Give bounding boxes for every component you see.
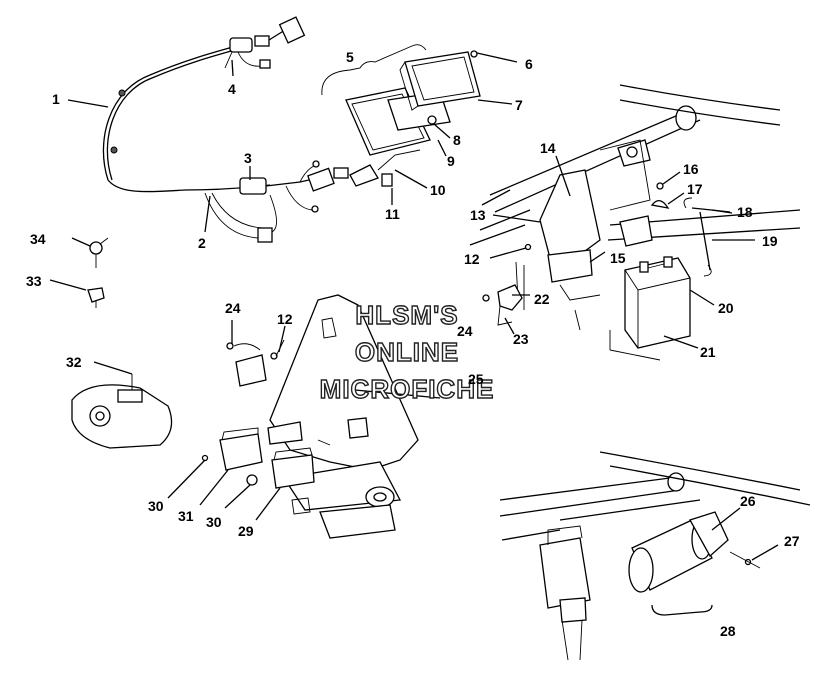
callout-6: 6 — [525, 56, 533, 72]
regulator-right[interactable] — [255, 447, 315, 521]
watermark: HLSM'S ONLINE MICROFICHE — [319, 299, 495, 404]
headlight-assembly[interactable] — [321, 44, 518, 189]
callout-13: 13 — [470, 207, 486, 223]
callout-1: 1 — [52, 91, 60, 107]
watermark-line-2: ONLINE — [355, 337, 459, 367]
callout-34: 34 — [30, 231, 46, 247]
battery[interactable] — [609, 256, 715, 361]
flywheel-housing[interactable] — [71, 361, 173, 449]
callouts: 1 2 3 4 5 6 7 8 9 10 11 12 12 13 14 15 1… — [26, 49, 800, 639]
watermark-line-1: HLSM'S — [355, 300, 458, 330]
callout-30-left: 30 — [148, 498, 164, 514]
callout-27: 27 — [784, 533, 800, 549]
callout-25: 25 — [468, 371, 484, 387]
callout-18: 18 — [737, 204, 753, 220]
frame-upper — [469, 84, 801, 331]
callout-15: 15 — [610, 250, 626, 266]
callout-16: 16 — [683, 161, 699, 177]
callout-24-right: 24 — [457, 323, 473, 339]
callout-19: 19 — [762, 233, 778, 249]
watermark-line-3: MICROFICHE — [320, 374, 495, 404]
callout-28: 28 — [720, 623, 736, 639]
starter-motor[interactable] — [628, 507, 779, 616]
callout-20: 20 — [718, 300, 734, 316]
callout-29: 29 — [238, 523, 254, 539]
battery-cables[interactable] — [650, 171, 755, 277]
callout-12-left: 12 — [277, 311, 293, 327]
callout-14: 14 — [540, 140, 556, 156]
side-components[interactable] — [49, 237, 109, 308]
callout-22: 22 — [534, 291, 550, 307]
callout-21: 21 — [700, 344, 716, 360]
callout-8: 8 — [453, 132, 461, 148]
regulator-left[interactable] — [167, 427, 263, 509]
callout-32: 32 — [66, 354, 82, 370]
mounting-plate[interactable] — [267, 294, 441, 539]
callout-10: 10 — [430, 182, 446, 198]
relay-bracket[interactable] — [482, 284, 530, 335]
wiring-harness[interactable] — [102, 16, 335, 243]
callout-24-left: 24 — [225, 300, 241, 316]
callout-30-right: 30 — [206, 514, 222, 530]
callout-7: 7 — [515, 97, 523, 113]
callout-5: 5 — [346, 49, 354, 65]
callout-17: 17 — [687, 181, 703, 197]
callout-11: 11 — [385, 206, 400, 222]
callout-33: 33 — [26, 273, 42, 289]
callout-12-right: 12 — [464, 251, 480, 267]
callout-31: 31 — [178, 508, 194, 524]
callout-9: 9 — [447, 153, 455, 169]
callout-26: 26 — [740, 493, 756, 509]
cdi-module[interactable] — [226, 320, 285, 387]
callout-3: 3 — [244, 150, 252, 166]
frame-lower — [499, 451, 811, 661]
callout-2: 2 — [198, 235, 206, 251]
callout-23: 23 — [513, 331, 529, 347]
callout-4: 4 — [228, 81, 236, 97]
